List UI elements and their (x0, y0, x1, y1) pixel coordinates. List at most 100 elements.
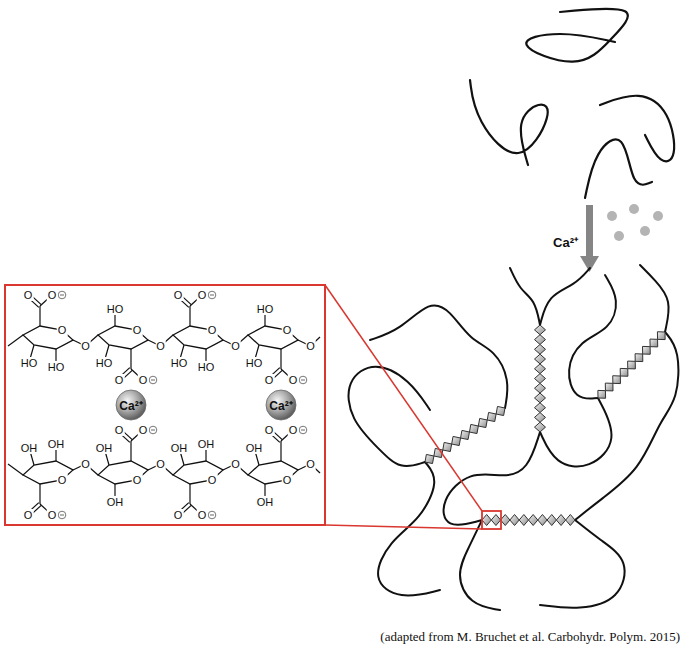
bond-line (8, 335, 23, 346)
junction-diamond (501, 515, 510, 526)
atom-label: O (173, 509, 184, 521)
calcium-ion (629, 204, 639, 214)
polymer-chain (540, 268, 590, 325)
atom-label: HO (245, 356, 264, 368)
zoom-callout (5, 285, 501, 529)
atom-label: O (132, 474, 143, 486)
polymer-chain (540, 520, 625, 608)
egg-box-junction (598, 332, 665, 399)
atom-label: OH (197, 437, 216, 449)
junction-diamond (535, 335, 546, 345)
atom-label: O (114, 424, 125, 436)
ion-label: Ca²⁺ (119, 397, 142, 414)
junction-diamond (535, 422, 546, 432)
junction-diamond (547, 515, 556, 526)
atom-label: OH (245, 441, 264, 453)
junction-diamond (613, 376, 621, 384)
atom-label: O (23, 289, 34, 301)
calcium-ion (607, 211, 617, 221)
atom-label: O (197, 289, 208, 301)
polymer-chain (470, 80, 548, 165)
negative-charge (208, 291, 216, 299)
atom-label: HO (170, 356, 189, 368)
egg-box-junction (482, 515, 575, 526)
reaction-arrow (580, 204, 663, 272)
bond-line (280, 441, 281, 461)
junction-diamond (535, 413, 546, 423)
junction-diamond (482, 515, 491, 526)
bond-line (189, 484, 190, 504)
atom-label: O (57, 324, 68, 336)
polymer-chain (510, 268, 540, 325)
junction-diamond (535, 383, 546, 393)
zoom-leader (325, 285, 482, 511)
negative-charge (208, 511, 216, 519)
atom-label: O (138, 424, 149, 436)
atom-label: O (282, 324, 293, 336)
charge-circle (299, 426, 307, 434)
atom-label: O (207, 324, 218, 336)
junction-diamond (635, 354, 643, 362)
atom-label: O (57, 474, 68, 486)
atom-label: O (288, 424, 299, 436)
atom-label: O (80, 458, 91, 470)
atom-label: O (155, 340, 166, 352)
zoom-leader (325, 525, 482, 529)
junction-diamond (496, 406, 505, 415)
polymer-chain (540, 398, 611, 466)
junction-diamond (535, 344, 546, 354)
negative-charge (299, 376, 307, 384)
atom-label: O (264, 424, 275, 436)
charge-minus (151, 380, 155, 381)
charge-circle (149, 376, 157, 384)
atom-label: O (47, 509, 58, 521)
negative-charge (149, 376, 157, 384)
bond-line (39, 484, 40, 504)
atom-label: HO (106, 302, 125, 314)
atom-label: O (288, 374, 299, 386)
junction-diamond (650, 339, 658, 347)
negative-charge (149, 426, 157, 434)
atom-label: O (197, 509, 208, 521)
bond-line (130, 441, 131, 461)
bond-line (280, 349, 281, 369)
atom-label: O (80, 340, 91, 352)
atom-label: O (47, 289, 58, 301)
ion-label: Ca²⁺ (269, 397, 292, 414)
atom-label: O (173, 289, 184, 301)
junction-diamond (598, 390, 606, 398)
junction-diamond (535, 354, 546, 364)
egg-box-junction (425, 406, 505, 463)
polymer-chain (460, 520, 500, 610)
atom-label: HO (95, 356, 114, 368)
charge-circle (58, 291, 66, 299)
atom-label: OH (95, 441, 114, 453)
source-caption: (adapted from M. Bruchet et al. Carbohyd… (380, 629, 680, 645)
junction-diamond (535, 403, 546, 413)
junction-diamond (461, 430, 470, 439)
junction-diamond (620, 368, 628, 376)
junction-diamond (605, 383, 613, 391)
polymer-chain (526, 9, 628, 62)
bond-line (189, 306, 190, 326)
calcium-sphere: Ca²⁺ (115, 389, 147, 421)
junction-diamond (643, 346, 651, 354)
charge-minus (210, 295, 214, 296)
atom-label: O (305, 458, 316, 470)
calcium-ion (653, 211, 663, 221)
polymer-chain (349, 367, 430, 466)
atom-label: O (305, 340, 316, 352)
junction-diamond (491, 515, 500, 526)
junction-diamond (657, 332, 665, 340)
charge-circle (299, 376, 307, 384)
polymer-chain (575, 332, 678, 520)
junction-diamond (628, 361, 636, 369)
junction-diamond (478, 418, 487, 427)
atom-label: O (230, 458, 241, 470)
atom-label: O (207, 474, 218, 486)
charge-circle (208, 511, 216, 519)
junction-diamond (566, 515, 575, 526)
junction-diamond (535, 374, 546, 384)
